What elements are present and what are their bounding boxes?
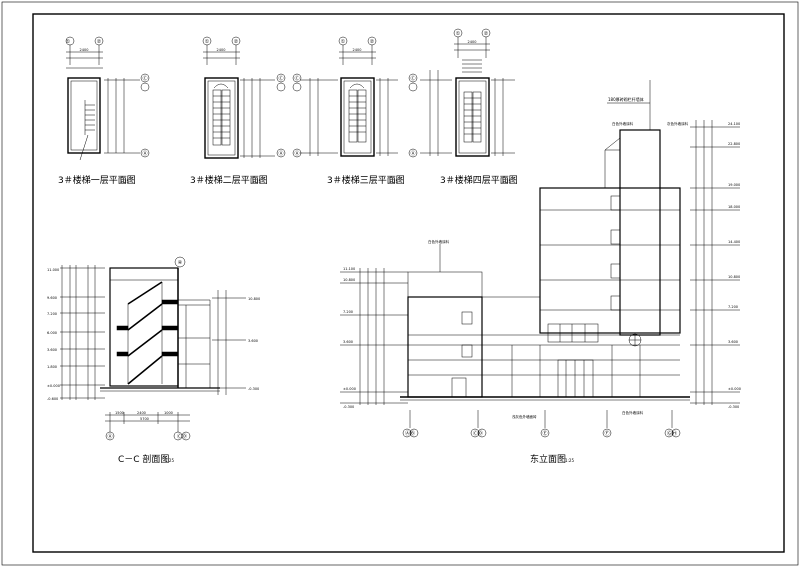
elev-axis-f: Ⓕ	[604, 430, 609, 437]
elev-note-white-bottom: 白色外墙涂料	[622, 410, 643, 415]
plan3-caption: 3＃楼梯三层平面图	[327, 174, 405, 186]
elev-note-grey: 灰色外墙涂料	[667, 121, 688, 126]
elevation-scale: 1:25	[565, 458, 574, 463]
plan2-caption: 3＃楼梯二层平面图	[190, 174, 268, 186]
elev-axis-ab: ⒶⒷ	[405, 430, 415, 437]
plan3-axis-label-left: ①	[341, 39, 346, 45]
elev-note-white-left: 白色外墙涂料	[428, 239, 449, 244]
stair-plan-2	[202, 36, 286, 159]
plan4-dim: 2400	[468, 40, 477, 44]
stair-plan-1	[65, 36, 150, 161]
elev-right-level-4: 18.000	[728, 205, 740, 209]
plan1-axis-label-left: ①	[66, 39, 71, 45]
elev-note-parapet: 180厚砖砌栏杆墙体	[608, 96, 644, 102]
section-axis-cd: ⒸⒹ	[177, 433, 187, 440]
elev-right-level-8: 3.600	[728, 340, 738, 344]
section-level-7: ±0.000	[47, 384, 60, 388]
plan3-dim: 2400	[353, 48, 362, 52]
elev-right-level-1: 24.100	[728, 122, 740, 126]
elev-left-level-6: -0.300	[343, 405, 354, 409]
plan2-axis-label-left: ①	[205, 39, 210, 45]
section-level-4: 6.000	[47, 331, 57, 335]
section-level-2: 9.600	[47, 296, 57, 300]
section-dim-total: 5700	[140, 417, 149, 421]
plan1-dim: 2400	[80, 48, 89, 52]
elev-right-level-10: -0.300	[728, 405, 739, 409]
plan1-axis-c: Ⓒ	[142, 75, 147, 82]
plan3-scale: 1:25	[389, 179, 398, 184]
elev-left-level-1: 11.100	[343, 267, 355, 271]
elev-left-level-5: ±0.000	[343, 387, 356, 391]
plan2-axis-label-right: ②	[234, 39, 239, 45]
section-level-3: 7.200	[47, 312, 57, 316]
section-dim-2: 2400	[137, 411, 146, 415]
section-level-8: -0.600	[47, 397, 58, 401]
section-axis-top: ④	[178, 260, 183, 266]
section-level-1: 11.000	[47, 268, 59, 272]
section-axis-a: Ⓐ	[107, 433, 112, 440]
plan3-axis-c: Ⓒ	[294, 75, 299, 82]
section-right-level-1: 10.800	[248, 297, 260, 301]
section-level-6: 1.800	[47, 365, 57, 369]
section-right-level-3: -0.300	[248, 387, 259, 391]
plan2-dim: 2400	[217, 48, 226, 52]
plan2-axis-a: Ⓐ	[278, 150, 283, 157]
section-dim-1: 1500	[115, 411, 124, 415]
elevation-caption: 东立面图	[530, 453, 566, 465]
section-caption: C－C 剖面图	[118, 453, 169, 465]
elev-left-level-2: 10.800	[343, 278, 355, 282]
section-scale: 1:25	[165, 458, 174, 463]
elev-note-white-top: 白色外墙涂料	[612, 121, 633, 126]
plan1-axis-a: Ⓐ	[142, 150, 147, 157]
elev-right-level-3: 19.000	[728, 183, 740, 187]
elev-right-level-6: 10.800	[728, 275, 740, 279]
section-right-level-2: 3.600	[248, 339, 258, 343]
plan3-axis-a: Ⓐ	[294, 150, 299, 157]
section-dim-3: 1000	[164, 411, 173, 415]
sheet-inner-border	[32, 13, 785, 553]
plan4-axis-c: Ⓒ	[410, 75, 415, 82]
east-elevation	[340, 80, 740, 438]
elev-left-level-3: 7.200	[343, 310, 353, 314]
plan4-scale: 1:25	[502, 179, 511, 184]
plan2-axis-c: Ⓒ	[278, 75, 283, 82]
plan1-scale: 1:25	[120, 179, 129, 184]
elev-axis-e: Ⓔ	[542, 430, 547, 437]
plan1-caption: 3＃楼梯一层平面图	[58, 174, 136, 186]
elev-right-level-9: ±0.000	[728, 387, 741, 391]
plan4-axis-label-left: ①	[456, 31, 461, 37]
plan2-scale: 1:25	[252, 179, 261, 184]
stair-plan-4	[408, 28, 515, 158]
section-cc	[60, 256, 246, 441]
plan4-caption: 3＃楼梯四层平面图	[440, 174, 518, 186]
elev-right-level-7: 7.200	[728, 305, 738, 309]
plan3-axis-label-right: ②	[370, 39, 375, 45]
plan4-axis-a: Ⓐ	[410, 150, 415, 157]
elev-left-level-4: 3.600	[343, 340, 353, 344]
plan1-axis-label-right: ②	[97, 39, 102, 45]
section-level-5: 3.600	[47, 348, 57, 352]
elev-axis-cd: ⒸⒹ	[473, 430, 483, 437]
stair-plan-3	[292, 36, 398, 158]
elev-right-level-5: 14.400	[728, 240, 740, 244]
plan4-axis-label-right: ②	[484, 31, 489, 37]
elev-right-level-2: 22.800	[728, 142, 740, 146]
elev-axis-gh: ⒼⒽ	[667, 430, 677, 437]
elev-note-tile: 浅灰色外墙面砖	[512, 414, 537, 419]
